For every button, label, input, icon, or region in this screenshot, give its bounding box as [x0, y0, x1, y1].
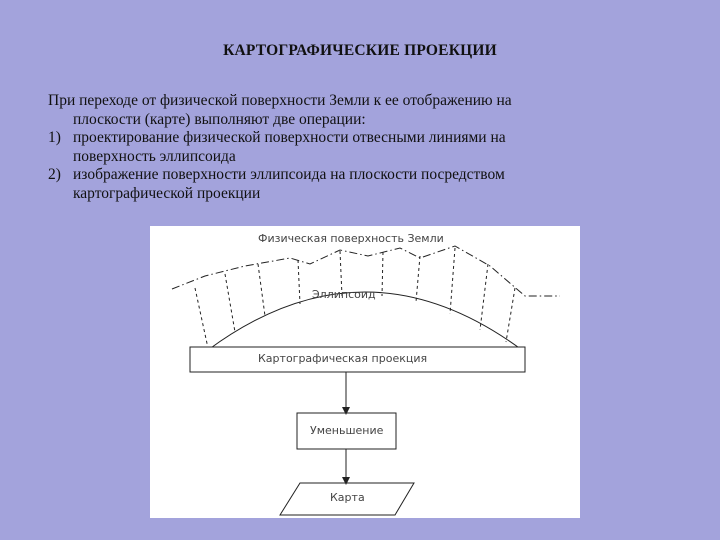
- arrowhead-icon: [342, 477, 350, 485]
- projection-box: [189, 346, 526, 373]
- slide-title: КАРТОГРАФИЧЕСКИЕ ПРОЕКЦИИ: [223, 42, 497, 59]
- projection-label: Картографическая проекция: [258, 352, 428, 365]
- list-item-text: изображение поверхности эллипсоида на пл…: [73, 166, 505, 183]
- list-item: 1) проектирование физической поверхности…: [48, 129, 688, 148]
- plumb-lines: [194, 247, 516, 349]
- ellipsoid-line: [207, 291, 523, 351]
- physical-surface-label: Физическая поверхность Земли: [258, 232, 444, 245]
- list-item-number: 2): [48, 166, 61, 183]
- list-item-text: проектирование физической поверхности от…: [73, 129, 506, 146]
- list-item-number: 1): [48, 129, 61, 146]
- reduction-label: Уменьшение: [310, 424, 384, 437]
- list-item-continuation: картографической проекции: [73, 184, 261, 202]
- intro-line-2: плоскости (карте) выполняют две операции…: [73, 110, 366, 128]
- arrowhead-icon: [342, 407, 350, 415]
- physical-surface-line: [171, 245, 560, 297]
- map-label: Карта: [330, 491, 365, 504]
- intro-line-1: При переходе от физической поверхности З…: [48, 92, 512, 109]
- ellipsoid-label: Эллипсоид: [312, 288, 376, 301]
- list-item: 2) изображение поверхности эллипсоида на…: [48, 166, 688, 185]
- projection-diagram: Физическая поверхность Земли Эллипсоид К…: [150, 226, 580, 518]
- intro-text: При переходе от физической поверхности З…: [48, 92, 688, 203]
- diagram-graphics: [171, 245, 560, 516]
- reduction-box: [296, 412, 397, 450]
- list-item-continuation: поверхность эллипсоида: [73, 147, 236, 165]
- map-parallelogram: [279, 482, 415, 516]
